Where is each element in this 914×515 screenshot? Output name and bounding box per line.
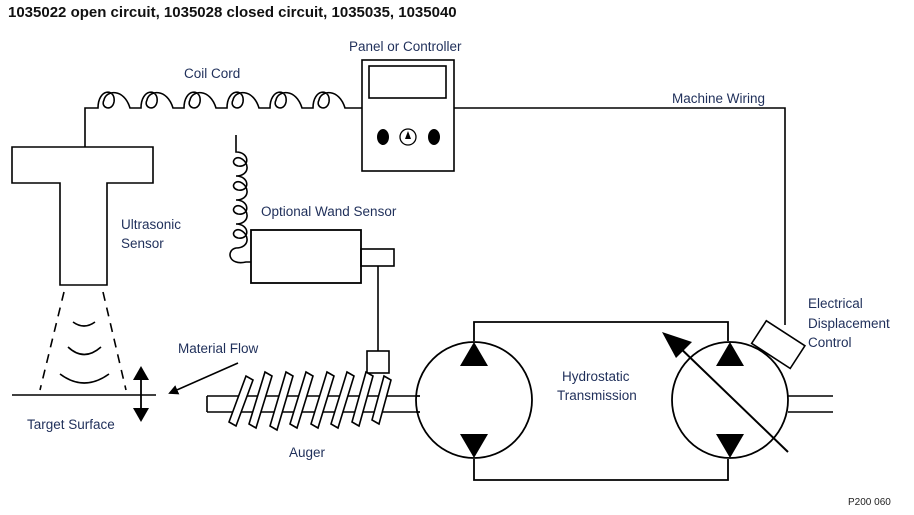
label-auger: Auger xyxy=(289,445,326,460)
label-ultrasonic-line1: Ultrasonic xyxy=(121,217,181,232)
label-hydrostatic-line1: Hydrostatic xyxy=(562,369,630,384)
label-target-surface: Target Surface xyxy=(27,417,115,432)
material-flow-arrow xyxy=(168,362,239,395)
label-edc-line3: Control xyxy=(808,335,852,350)
ultrasonic-beam xyxy=(39,291,127,391)
ultrasonic-sensor xyxy=(11,146,154,286)
level-double-arrow xyxy=(133,366,149,422)
label-edc-line1: Electrical xyxy=(808,296,863,311)
label-edc-line2: Displacement xyxy=(808,316,890,331)
machine-wiring xyxy=(454,107,786,325)
label-hydrostatic-line2: Transmission xyxy=(557,388,637,403)
auger-flights xyxy=(228,370,392,432)
hydrostatic-loop xyxy=(473,321,729,481)
panel-dial-icon xyxy=(399,128,417,146)
hydraulic-pump-left xyxy=(415,341,533,459)
output-shaft xyxy=(788,395,833,413)
pump-left-arrow-up-icon xyxy=(460,342,488,366)
label-coil-cord: Coil Cord xyxy=(184,66,240,81)
panel-controller xyxy=(361,59,455,172)
label-wand-sensor: Optional Wand Sensor xyxy=(261,204,397,219)
panel-right-knob-icon xyxy=(428,129,440,145)
variable-displacement-arrow-icon xyxy=(662,332,692,358)
motor-right-arrow-up-icon xyxy=(716,342,744,366)
label-material-flow: Material Flow xyxy=(178,341,259,356)
label-panel-controller: Panel or Controller xyxy=(349,39,462,54)
wand-sensor-coil xyxy=(229,135,251,264)
motor-right-arrow-down-icon xyxy=(716,434,744,458)
wand-sensor-tip xyxy=(360,248,395,267)
panel-left-knob-icon xyxy=(377,129,389,145)
label-ultrasonic-line2: Sensor xyxy=(121,236,164,251)
wand-sensor xyxy=(250,229,362,284)
pump-left-shaft xyxy=(416,395,420,413)
label-machine-wiring: Machine Wiring xyxy=(672,91,765,106)
hydraulic-motor-right xyxy=(662,332,789,459)
wand-contact xyxy=(366,350,390,374)
electrical-displacement-control xyxy=(750,319,807,370)
coil-cord xyxy=(84,91,362,147)
diagram-title: 1035022 open circuit, 1035028 closed cir… xyxy=(8,4,457,21)
reference-code: P200 060 xyxy=(848,497,891,508)
pump-left-arrow-down-icon xyxy=(460,434,488,458)
